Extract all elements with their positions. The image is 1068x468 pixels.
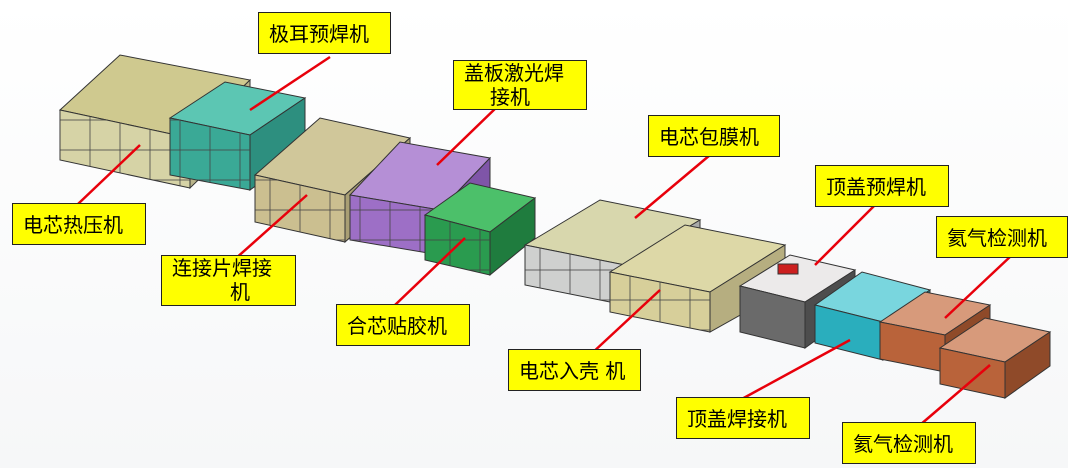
label-connector-welder-line1: 连接片焊接 — [172, 256, 272, 280]
label-cover-laser-welder-line1: 盖板激光焊 — [464, 61, 564, 85]
label-cell-wrapping: 电芯包膜机 — [648, 115, 780, 157]
label-cover-laser-welder: 盖板激光焊 接机 — [453, 60, 587, 110]
label-cell-casing: 电芯入壳 机 — [508, 349, 641, 391]
label-top-cover-welder: 顶盖焊接机 — [676, 397, 810, 439]
label-connector-welder-line2: 机 — [230, 280, 250, 304]
label-tab-prewelder: 极耳预焊机 — [258, 12, 391, 54]
label-helium-tester-bottom: 氦气检测机 — [842, 422, 976, 464]
label-cover-laser-welder-line2: 接机 — [490, 85, 530, 109]
label-hot-press: 电芯热压机 — [12, 203, 146, 245]
label-connector-welder: 连接片焊接 机 — [161, 255, 296, 306]
label-top-cover-prewelder: 顶盖预焊机 — [815, 165, 949, 207]
label-core-taping: 合芯贴胶机 — [336, 304, 470, 346]
label-helium-tester-top: 氦气检测机 — [936, 216, 1068, 258]
